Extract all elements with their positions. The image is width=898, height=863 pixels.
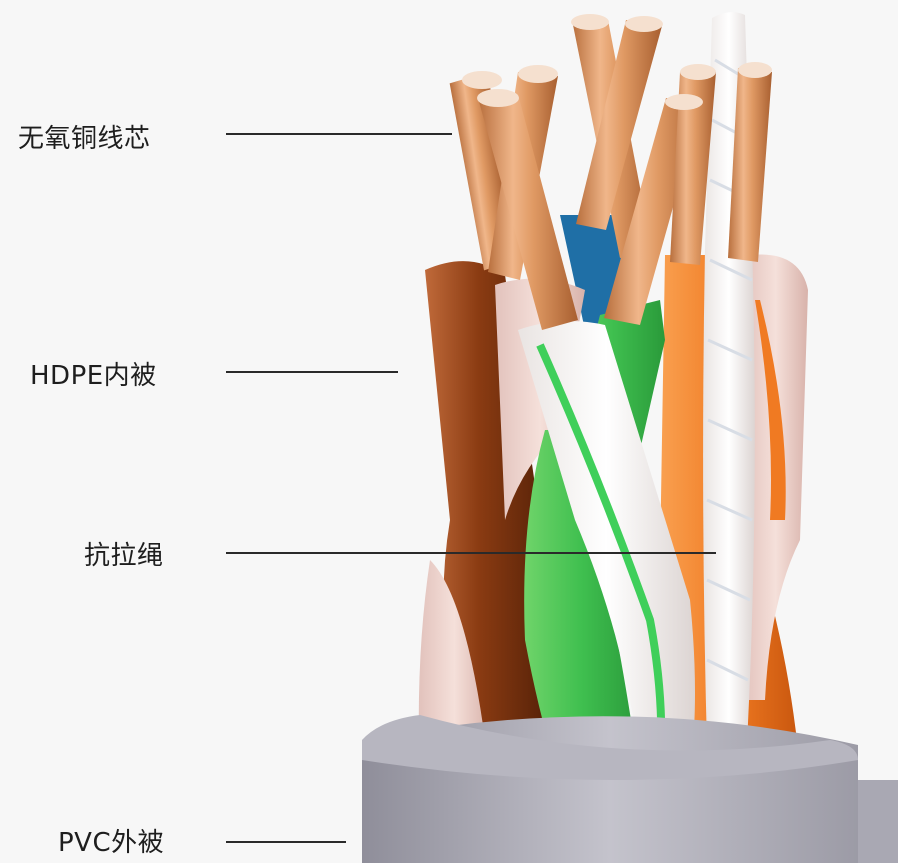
label-copper-core: 无氧铜线芯: [18, 124, 151, 154]
green-pair: [518, 300, 695, 780]
label-pvc-jacket: PVC外被: [58, 828, 165, 858]
leader-line-rip-cord: [226, 552, 716, 554]
leader-line-copper-core: [226, 133, 452, 135]
leader-line-hdpe-insulation: [226, 371, 398, 373]
pvc-jacket: [362, 715, 898, 863]
copper-conductors: [449, 14, 772, 330]
label-rip-cord: 抗拉绳: [84, 541, 164, 571]
leader-line-pvc-jacket: [226, 841, 346, 843]
label-hdpe-insulation: HDPE内被: [30, 361, 157, 391]
